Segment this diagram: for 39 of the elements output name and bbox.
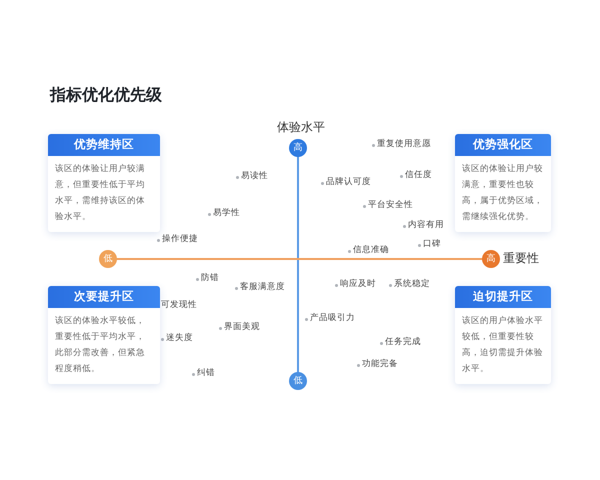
point-label: 纠错 <box>197 369 215 378</box>
card-heading: 次要提升区 <box>48 286 160 308</box>
point-label: 口碑 <box>423 240 441 248</box>
axis-title: 重要性 <box>503 252 539 264</box>
axis-title: 体验水平 <box>277 121 325 133</box>
point-label: 任务完成 <box>385 338 421 346</box>
point-label: 易读性 <box>241 172 268 180</box>
point-label: 功能完备 <box>362 360 398 368</box>
point-label: 界面美观 <box>224 323 260 332</box>
point-label: 信息准确 <box>353 246 389 254</box>
point-label: 平台安全性 <box>368 201 413 210</box>
point-label: 防错 <box>201 274 219 282</box>
card-description: 该区的用户体验水平较低，但重要性较高，迫切需提升体验水平。 <box>461 314 544 376</box>
quadrant-card <box>455 134 551 232</box>
point-label: 信任度 <box>405 171 432 180</box>
point-label: 内容有用 <box>408 221 444 230</box>
point-label: 操作便捷 <box>162 235 198 244</box>
point-label: 品牌认可度 <box>326 178 371 186</box>
card-heading: 优势维持区 <box>48 134 160 156</box>
card-heading: 优势强化区 <box>455 134 551 156</box>
card-description: 该区的体验水平较低，重要性低于平均水平，此部分需改善，但紧急程度稍低。 <box>54 314 146 376</box>
point-label: 客服满意度 <box>240 283 285 292</box>
axis-end-marker: 低 <box>289 372 307 390</box>
card-description: 该区的体验让用户较满意，但重要性低于平均水平，需维持该区的体验水平。 <box>54 162 146 224</box>
quadrant-card <box>455 286 551 384</box>
quadrant-card <box>48 134 160 232</box>
axis-end-marker: 低 <box>99 250 117 268</box>
quadrant-card <box>48 286 160 384</box>
axis-end-marker: 高 <box>482 250 500 268</box>
point-label: 重复使用意愿 <box>377 140 431 148</box>
point-label: 响应及时 <box>340 280 376 288</box>
point-label: 系统稳定 <box>394 280 430 288</box>
axis-end-marker: 高 <box>289 139 307 157</box>
card-description: 该区的体验让用户较满意，重要性也较高，属于优势区域，需继续强化优势。 <box>461 162 544 224</box>
point-label: 产品吸引力 <box>310 314 355 322</box>
diagram-title: 指标优化优先级 <box>50 84 162 106</box>
point-label: 易学性 <box>213 209 240 218</box>
point-label: 迷失度 <box>166 334 193 342</box>
card-heading: 迫切提升区 <box>455 286 551 308</box>
